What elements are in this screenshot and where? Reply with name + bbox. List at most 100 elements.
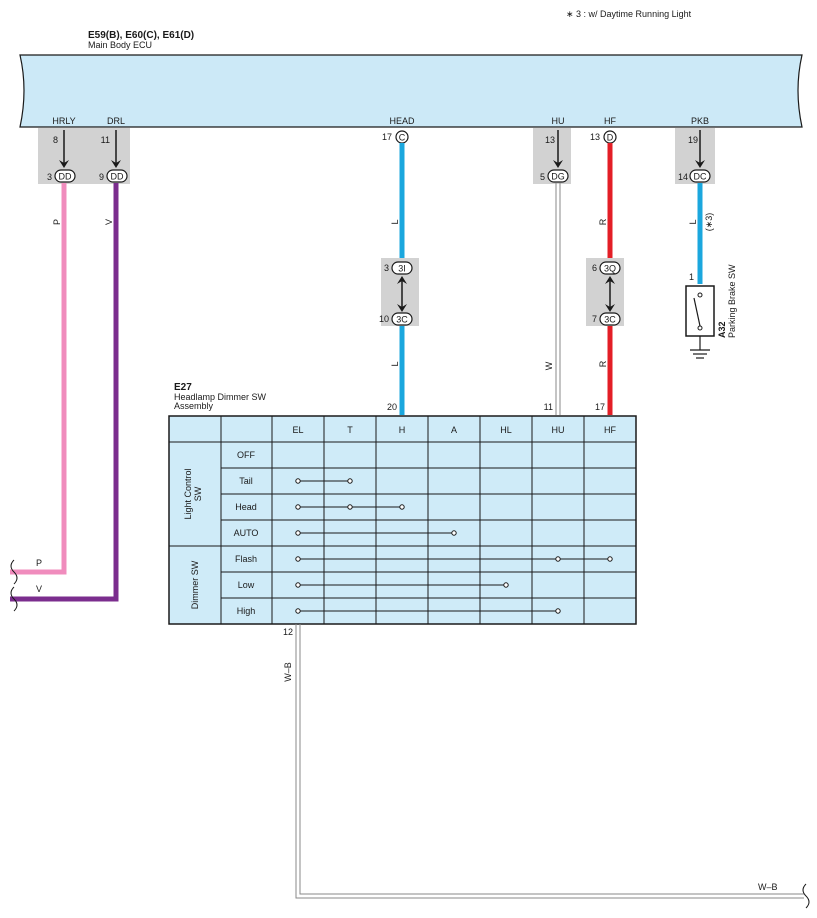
switch-contact-dot bbox=[295, 608, 301, 614]
switch-contact-dot bbox=[347, 478, 353, 484]
hf-sw-pin: 17 bbox=[595, 402, 605, 412]
hrly-top-pin: 8 bbox=[53, 135, 58, 145]
junction-3i-pin: 3 bbox=[384, 263, 389, 273]
hu-top-pin: 13 bbox=[545, 135, 555, 145]
hu-conn-pin: 5 bbox=[540, 172, 545, 182]
table-column-header: HL bbox=[500, 425, 512, 435]
table-row-label: Low bbox=[238, 580, 255, 590]
wire-head-label-2: L bbox=[390, 361, 400, 366]
drl-conn-pin: 9 bbox=[99, 172, 104, 182]
pkb-conn-label: DC bbox=[694, 172, 707, 182]
switch-contact-dot bbox=[399, 504, 405, 510]
dimmer-sw-code: E27 bbox=[174, 382, 192, 393]
switch-contact-dot bbox=[555, 556, 561, 562]
ground-pin: 12 bbox=[283, 627, 293, 637]
pkb-connector bbox=[689, 169, 711, 183]
switch-contact-dot bbox=[347, 504, 353, 510]
hu-conn-label: DG bbox=[551, 172, 565, 182]
pkb-top-pin: 19 bbox=[688, 135, 698, 145]
table-row-label: AUTO bbox=[234, 528, 259, 538]
table-column-header: HU bbox=[552, 425, 565, 435]
wire-head-label: L bbox=[390, 219, 400, 224]
wire-v-label: V bbox=[104, 219, 114, 225]
wire-wb-edge-b bbox=[299, 624, 804, 895]
parking-brake-code: A32 bbox=[717, 321, 727, 338]
wire-hf-label: R bbox=[598, 218, 608, 225]
junction-3c-hf-pin: 7 bbox=[592, 314, 597, 324]
junction-3c-pin: 10 bbox=[379, 314, 389, 324]
wire-v-left-label: V bbox=[36, 584, 42, 594]
wire-v bbox=[10, 183, 119, 602]
wire-p-label: P bbox=[52, 219, 62, 225]
switch-contact-dot bbox=[295, 478, 301, 484]
junction-3q-up-arrow-icon bbox=[605, 276, 615, 284]
wire-pkb-label: L bbox=[688, 219, 698, 224]
junction-3q-connector bbox=[599, 261, 621, 275]
table-row-label: Tail bbox=[239, 476, 253, 486]
switch-contact-bottom bbox=[697, 325, 703, 331]
table-column-header: H bbox=[399, 425, 406, 435]
table-column-header: EL bbox=[292, 425, 303, 435]
table-column-header: T bbox=[347, 425, 353, 435]
drl-connector bbox=[106, 169, 128, 183]
wire-hf-label-2: R bbox=[598, 360, 608, 367]
pin-label-hf: HF bbox=[604, 116, 616, 126]
wire-p bbox=[10, 183, 67, 575]
main-body-ecu-box bbox=[19, 54, 803, 128]
switch-contact-dot bbox=[295, 556, 301, 562]
switch-contact-dot bbox=[451, 530, 457, 536]
pkb-conn-pin: 14 bbox=[678, 172, 688, 182]
table-column-header: A bbox=[451, 425, 457, 435]
junction-3q-pin: 6 bbox=[592, 263, 597, 273]
ground-wire-label: W–B bbox=[283, 662, 293, 682]
hrly-connector bbox=[54, 169, 76, 183]
hrly-conn-label: DD bbox=[59, 172, 72, 182]
drl-conn-label: DD bbox=[111, 172, 124, 182]
parking-brake-pin: 1 bbox=[689, 272, 694, 282]
table-row-label: Flash bbox=[235, 554, 257, 564]
wire-wb-edge-a bbox=[295, 624, 804, 899]
hu-connector bbox=[547, 169, 569, 183]
bottom-wire-label: W–B bbox=[758, 882, 778, 892]
hrly-arrow-icon bbox=[59, 160, 69, 168]
pkb-arrow-icon bbox=[695, 160, 705, 168]
switch-contact-dot bbox=[555, 608, 561, 614]
hf-top-conn: D bbox=[607, 133, 614, 143]
wire-wb-break-icon bbox=[802, 883, 810, 909]
pin-label-drl: DRL bbox=[107, 116, 125, 126]
hrly-conn-pin: 3 bbox=[47, 172, 52, 182]
daytime-running-light-note: ∗ 3 : w/ Daytime Running Light bbox=[566, 9, 692, 19]
dimmer-sw-name-2: Assembly bbox=[174, 401, 214, 411]
table-row-label: Head bbox=[235, 502, 257, 512]
table-row-label: High bbox=[237, 606, 256, 616]
switch-contact-dot bbox=[295, 582, 301, 588]
drl-top-pin: 11 bbox=[101, 135, 110, 145]
junction-3c-connector bbox=[391, 312, 413, 326]
table-column-header: HF bbox=[604, 425, 616, 435]
junction-3q-down-arrow-icon bbox=[605, 304, 615, 312]
switch-contact-dot bbox=[607, 556, 613, 562]
junction-3c-hf-connector bbox=[599, 312, 621, 326]
junction-3i-connector bbox=[391, 261, 413, 275]
pin-label-hu: HU bbox=[552, 116, 565, 126]
junction-3c-hf-label: 3C bbox=[604, 315, 616, 325]
wire-v-break-icon bbox=[10, 586, 18, 612]
hu-sw-pin: 11 bbox=[544, 402, 553, 412]
wire-pkb-note: (∗3) bbox=[704, 213, 714, 232]
switch-lever bbox=[693, 297, 701, 327]
switch-contact-top bbox=[697, 292, 703, 298]
switch-contact-dot bbox=[295, 530, 301, 536]
ecu-code: E59(B), E60(C), E61(D) bbox=[88, 30, 194, 41]
junction-3q-label: 3Q bbox=[604, 264, 616, 274]
dimmer-sw-name: Headlamp Dimmer SW bbox=[174, 392, 267, 402]
wire-hu-label: W bbox=[544, 361, 554, 370]
pin-label-pkb: PKB bbox=[691, 116, 709, 126]
head-top-pin: 17 bbox=[382, 132, 392, 142]
junction-3c-label: 3C bbox=[396, 315, 408, 325]
head-sw-pin: 20 bbox=[387, 402, 397, 412]
parking-brake-name: Parking Brake SW bbox=[727, 264, 737, 338]
switch-contact-dot bbox=[295, 504, 301, 510]
pin-label-hrly: HRLY bbox=[52, 116, 75, 126]
